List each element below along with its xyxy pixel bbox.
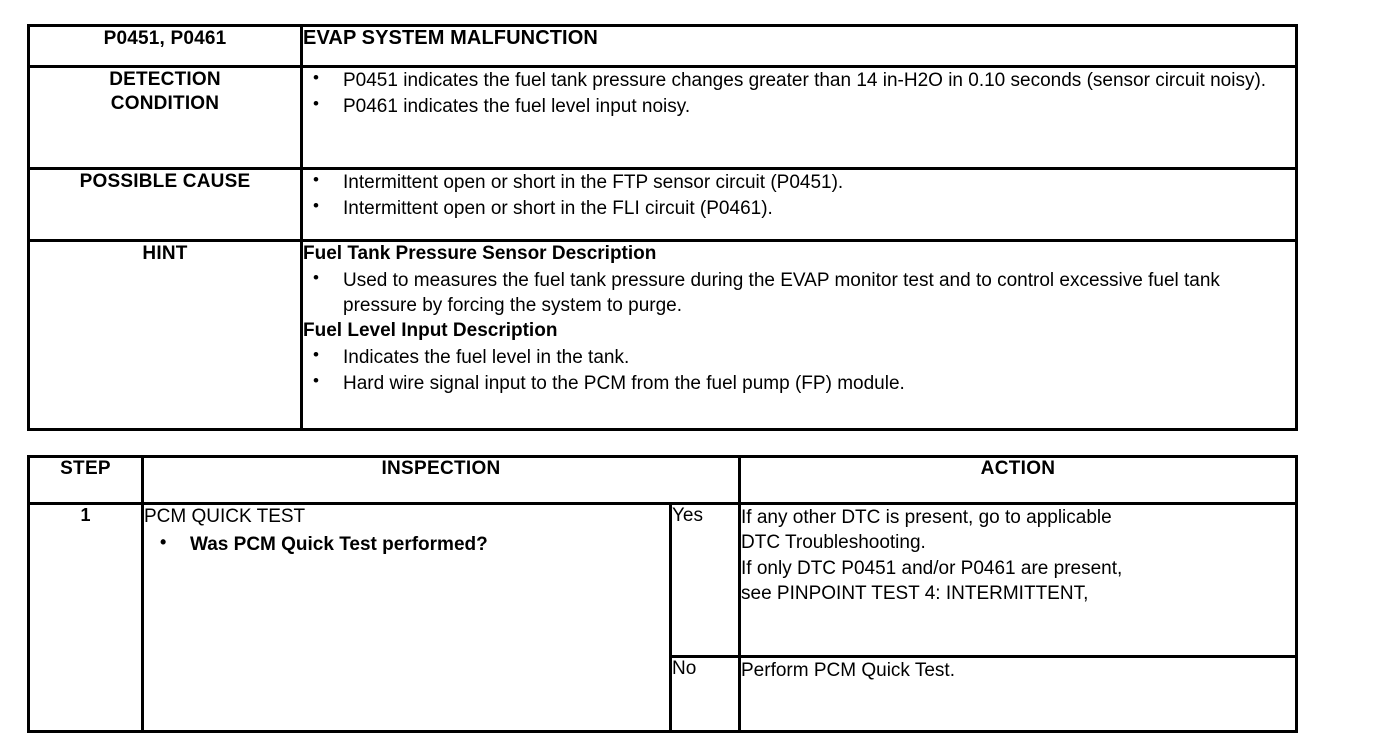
hint-heading-ftp: Fuel Tank Pressure Sensor Description <box>303 243 657 264</box>
outcome-action-yes: If any other DTC is present, go to appli… <box>738 502 1298 658</box>
inspection-bullets: Was PCM Quick Test performed? <box>144 531 669 557</box>
table-row: No Perform PCM Quick Test. <box>29 655 1298 733</box>
list-item: Indicates the fuel level in the tank. <box>303 344 1295 370</box>
step-number-cell: 1 <box>27 502 144 733</box>
hint-content: Fuel Tank Pressure Sensor Description Us… <box>300 239 1298 431</box>
answer-label-no: No <box>672 658 697 679</box>
list-item: Used to measures the fuel tank pressure … <box>303 267 1295 319</box>
detection-condition-row: DETECTION CONDITION P0451 indicates the … <box>27 65 1298 170</box>
test-table-header-row: STEP INSPECTION ACTION <box>27 455 1298 505</box>
step-inspection-cell: PCM QUICK TEST Was PCM Quick Test perfor… <box>141 502 672 733</box>
hint-label-cell: HINT <box>27 239 303 431</box>
header-action: ACTION <box>738 455 1298 505</box>
list-item: P0451 indicates the fuel tank pressure c… <box>303 67 1295 93</box>
dtc-title-cell: EVAP SYSTEM MALFUNCTION <box>300 24 1298 68</box>
header-step-label: STEP <box>60 458 111 479</box>
action-line: If any other DTC is present, go to appli… <box>741 507 1112 528</box>
action-line: Perform PCM Quick Test. <box>741 660 955 681</box>
dtc-code-cell: P0451, P0461 <box>27 24 303 68</box>
list-item: P0461 indicates the fuel level input noi… <box>303 93 1295 119</box>
outcome-answer-no: No <box>669 655 741 733</box>
header-inspection-label: INSPECTION <box>381 458 501 479</box>
dtc-title-text: EVAP SYSTEM MALFUNCTION <box>303 27 598 49</box>
header-step: STEP <box>27 455 144 505</box>
action-line: If only DTC P0451 and/or P0461 are prese… <box>741 557 1123 579</box>
hint-bullets-ftp: Used to measures the fuel tank pressure … <box>303 267 1295 319</box>
step-number: 1 <box>80 505 91 525</box>
inspection-title: PCM QUICK TEST <box>144 506 306 527</box>
action-line: see PINPOINT TEST 4: INTERMITTENT, <box>741 582 1089 604</box>
list-item: Intermittent open or short in the FTP se… <box>303 169 1295 195</box>
detection-condition-bullets: P0451 indicates the fuel tank pressure c… <box>303 67 1295 120</box>
outcome-answer-yes: Yes <box>669 502 741 658</box>
outcome-action-no: Perform PCM Quick Test. <box>738 655 1298 733</box>
dtc-title-row: P0451, P0461 EVAP SYSTEM MALFUNCTION <box>27 24 1298 68</box>
action-line: DTC Troubleshooting. <box>741 532 926 554</box>
hint-heading-fli: Fuel Level Input Description <box>303 320 558 342</box>
dtc-description-table: P0451, P0461 EVAP SYSTEM MALFUNCTION DET… <box>27 24 1298 431</box>
possible-cause-label: POSSIBLE CAUSE <box>79 171 251 192</box>
detection-label-line-2: CONDITION <box>110 92 220 114</box>
possible-cause-bullets: Intermittent open or short in the FTP se… <box>303 169 1295 222</box>
answer-label-yes: Yes <box>672 505 703 526</box>
detection-condition-content: P0451 indicates the fuel tank pressure c… <box>300 65 1298 170</box>
detection-label-line-1: DETECTION <box>109 69 221 90</box>
list-item: Hard wire signal input to the PCM from t… <box>303 370 1295 396</box>
list-item: Intermittent open or short in the FLI ci… <box>303 195 1295 221</box>
hint-label: HINT <box>142 243 188 264</box>
possible-cause-label-cell: POSSIBLE CAUSE <box>27 167 303 242</box>
header-action-label: ACTION <box>980 458 1056 479</box>
hint-bullets-fli: Indicates the fuel level in the tank. Ha… <box>303 344 1295 397</box>
header-inspection: INSPECTION <box>141 455 741 505</box>
possible-cause-row: POSSIBLE CAUSE Intermittent open or shor… <box>27 167 1298 242</box>
table-row: 1 PCM QUICK TEST Was PCM Quick Test perf… <box>27 502 1298 733</box>
hint-row: HINT Fuel Tank Pressure Sensor Descripti… <box>27 239 1298 431</box>
dtc-code-label: P0451, P0461 <box>103 28 227 49</box>
detection-condition-label-cell: DETECTION CONDITION <box>27 65 303 170</box>
possible-cause-content: Intermittent open or short in the FTP se… <box>300 167 1298 242</box>
pinpoint-test-table: STEP INSPECTION ACTION 1 PCM QUICK TEST … <box>27 455 1298 733</box>
list-item: Was PCM Quick Test performed? <box>144 531 669 557</box>
